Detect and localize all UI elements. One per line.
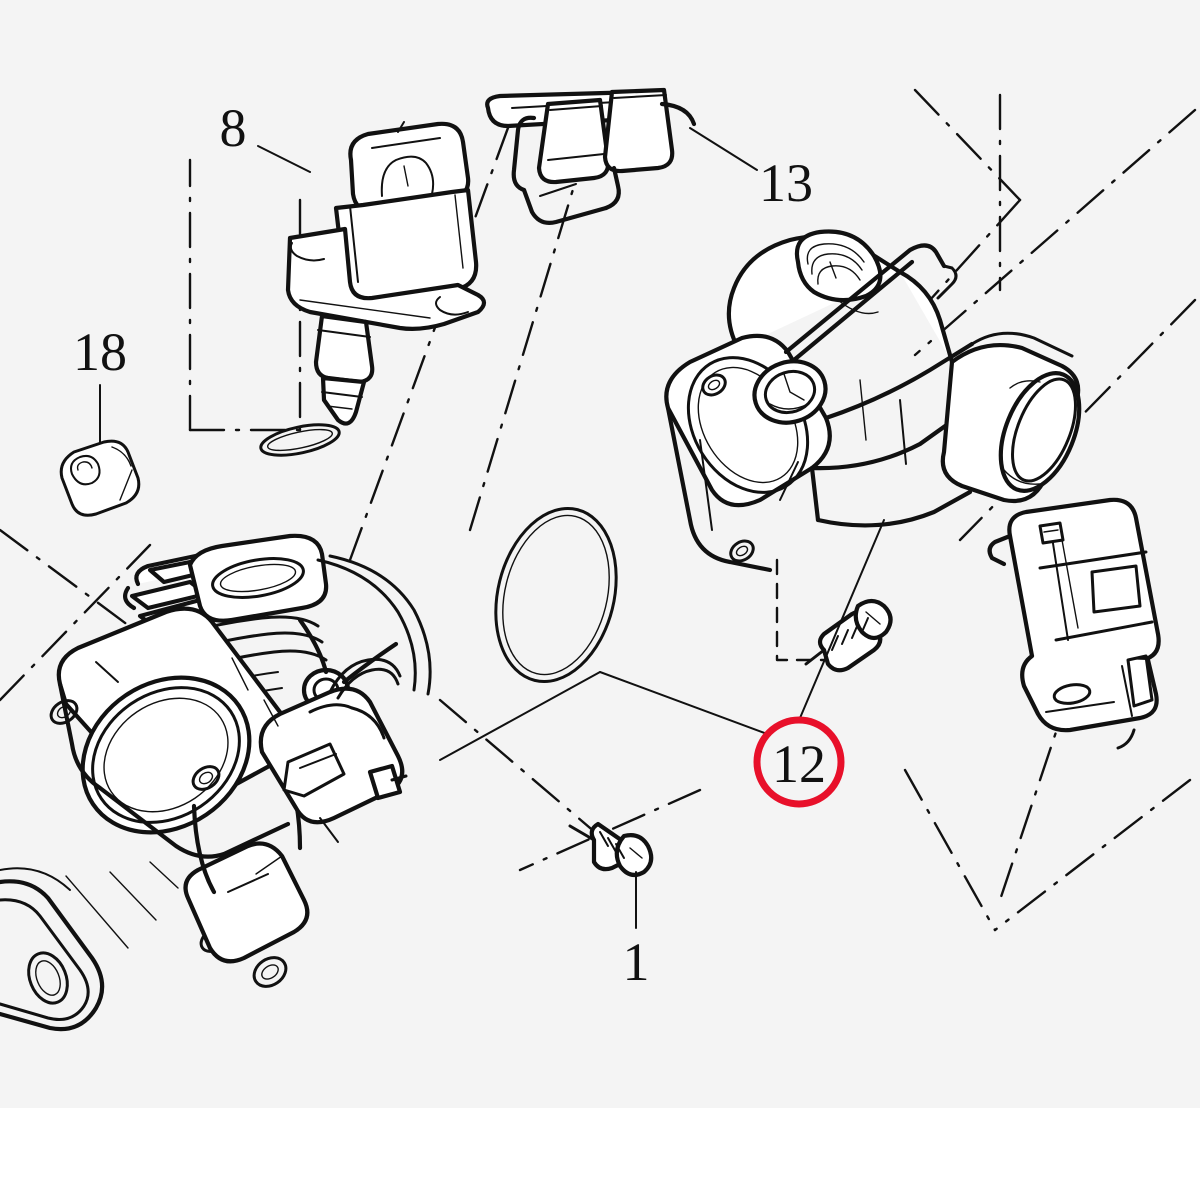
construction-line-lower-right-c: [998, 688, 1072, 902]
part-map-sensor: [987, 497, 1161, 750]
construction-line-screw-lower: [438, 698, 612, 847]
callout-label-18[interactable]: 18: [73, 322, 127, 382]
callout-leader-lines: [99, 127, 885, 929]
callout-label-8[interactable]: 8: [220, 98, 247, 158]
callout-label-13[interactable]: 13: [759, 153, 813, 213]
part-intake-manifold-elbow: [664, 229, 1082, 573]
leader-line-13: [689, 127, 758, 171]
construction-line-left-lower: [0, 543, 152, 702]
leader-line-8: [257, 145, 311, 173]
part-mounting-screw: [568, 821, 654, 877]
leader-line-12-right: [799, 519, 885, 719]
construction-line-right-upper: [913, 108, 1197, 357]
callout-label-1[interactable]: 1: [623, 932, 650, 992]
part-idle-air-control-valve: [285, 121, 487, 426]
callout-label-12[interactable]: 12: [772, 734, 826, 794]
part-iac-o-ring: [259, 423, 341, 457]
part-throttle-body: [49, 533, 432, 988]
construction-line-right-chevron-a: [913, 88, 1022, 202]
part-base-gasket: [0, 861, 179, 1032]
construction-line-screw-path: [518, 788, 702, 872]
part-bushing-sleeve: [59, 439, 141, 517]
callout-highlight-circle-12[interactable]: [753, 716, 845, 808]
construction-line-left-upper: [0, 528, 177, 662]
leader-line-12-left: [599, 671, 771, 736]
part-manifold-o-ring: [494, 506, 618, 684]
part-sensor-bracket-clip: [485, 87, 697, 225]
leader-line-12-extend: [439, 671, 601, 761]
construction-line-lower-right-a: [993, 778, 1192, 932]
callout-labels: 8 13 18 12 1: [73, 98, 845, 992]
construction-line-right-chevron-b: [928, 198, 1022, 302]
part-elbow-screw: [804, 598, 893, 673]
construction-line-screw-bracket: [775, 558, 842, 662]
construction-line-lower-right-b: [903, 768, 997, 932]
